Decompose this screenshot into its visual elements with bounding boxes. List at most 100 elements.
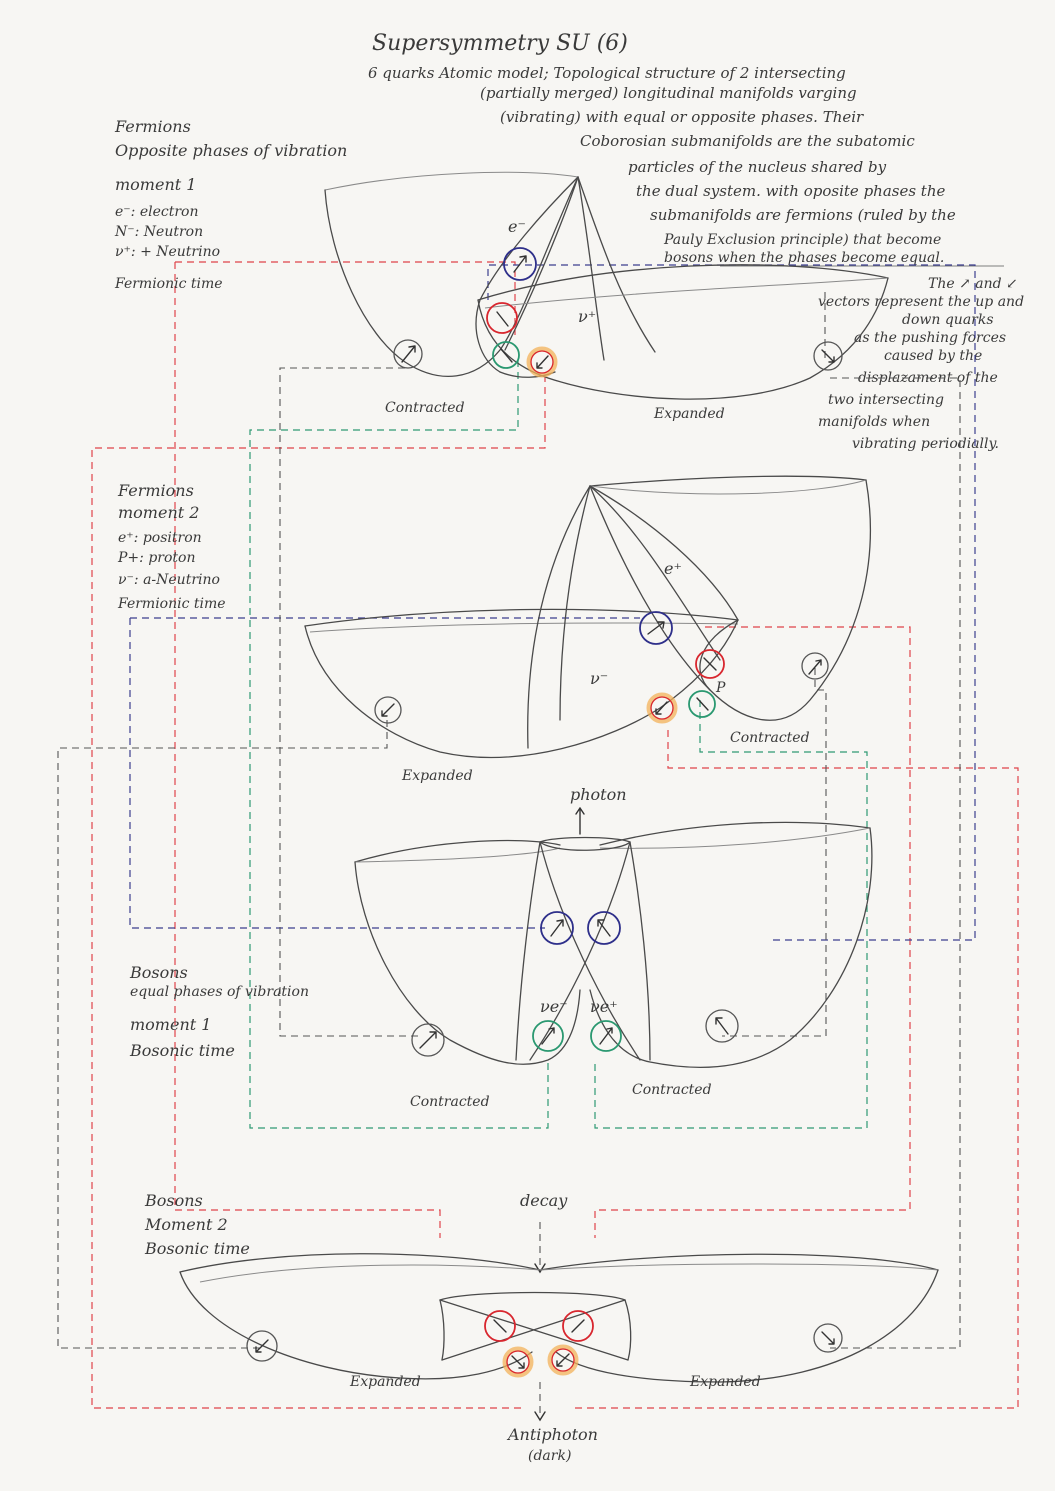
p3-heading-3: moment 1: [130, 1015, 211, 1034]
p3-label-photon: photon: [570, 785, 627, 804]
p4-label-expanded-right: Expanded: [689, 1374, 761, 1390]
p1-heading-2: Opposite phases of vibration: [115, 141, 347, 160]
p3-heading-4: Bosonic time: [129, 1041, 235, 1060]
p1-label-expanded: Expanded: [653, 406, 725, 422]
p1-legend-3: ν⁺: + Neutrino: [115, 244, 220, 260]
p1-circle-orange: [526, 346, 558, 378]
header-line-6: the dual system. with oposite phases the: [636, 182, 945, 200]
p1-heading-3: moment 1: [115, 175, 196, 194]
p1-label-contracted: Contracted: [385, 400, 465, 416]
p4-circle-orange-left: [502, 1346, 534, 1378]
p1-legend-2: N⁻: Neutron: [114, 224, 203, 240]
header-line-7: submanifolds are fermions (ruled by the: [650, 206, 956, 224]
p1-label-neutrino: ν⁺: [578, 307, 596, 326]
side-note-7: two intersecting: [828, 392, 944, 408]
p2-legend-2: P+: proton: [117, 550, 195, 566]
side-note-2: vectors represent the up and: [818, 294, 1024, 310]
p2-label-antineutrino: ν⁻: [590, 669, 608, 688]
p4-circle-red-left: [484, 1310, 516, 1342]
p1-manifolds: [324, 171, 889, 400]
side-note-8: manifolds when: [818, 414, 930, 430]
p1-heading-1: Fermions: [114, 117, 191, 136]
side-note-5: caused by the: [884, 348, 982, 364]
p4-label-antiphoton: Antiphoton: [506, 1425, 598, 1444]
header-line-4: Coborosian submanifolds are the subatomi…: [580, 132, 915, 150]
red-connector-4: [594, 626, 911, 1238]
header-line-5: particles of the nucleus shared by: [628, 158, 887, 176]
p4-circle-gray-right: [813, 1323, 843, 1353]
p1-quark-circles: [393, 247, 843, 378]
p3-label-nu-e-minus: νe⁻: [540, 997, 568, 1016]
p2-circle-red: [695, 649, 725, 679]
blue-connector-2: [129, 617, 640, 929]
p2-label-proton-small: P: [715, 680, 726, 696]
p4-heading-1: Bosons: [144, 1191, 203, 1210]
p3-heading-2: equal phases of vibration: [130, 984, 309, 1000]
p2-circle-green: [688, 690, 716, 718]
p1-legend-1: e⁻: electron: [115, 204, 199, 220]
p3-label-contracted-right: Contracted: [632, 1082, 712, 1098]
p4-circle-orange-right: [547, 1344, 579, 1376]
p4-circle-red-right: [562, 1310, 594, 1342]
p1-circle-red: [486, 302, 518, 334]
p2-circle-gray-left: [374, 696, 402, 724]
p2-heading-2: moment 2: [118, 503, 199, 522]
red-connector-3: [91, 375, 546, 1409]
photon-arrow: [575, 807, 585, 835]
p3-circle-gray-right: [705, 1009, 739, 1043]
header-line-2: (partially merged) longitudinal manifold…: [480, 84, 857, 102]
p4-circle-gray-left: [246, 1330, 278, 1362]
panel-fermions-moment-2: Fermions moment 2 e⁺: positron P+: proto…: [117, 475, 871, 784]
header-line-9: bosons when the phases become equal.: [664, 250, 944, 266]
p2-legend-1: e⁺: positron: [118, 530, 202, 546]
p1-legend-4: Fermionic time: [114, 276, 223, 292]
side-note-3: down quarks: [902, 312, 994, 328]
antiphoton-arrowhead: [534, 1411, 546, 1422]
p2-circle-blue: [639, 611, 673, 645]
p1-circle-green: [492, 341, 520, 369]
blue-connector-1: [487, 264, 976, 941]
p1-label-electron: e⁻: [508, 217, 526, 236]
header-line-3: (vibrating) with equal or opposite phase…: [500, 108, 864, 126]
p2-legend-4: Fermionic time: [117, 596, 226, 612]
p4-heading-3: Bosonic time: [144, 1239, 250, 1258]
header-line-1: 6 quarks Atomic model; Topological struc…: [368, 64, 846, 82]
p3-circle-green-right: [590, 1020, 622, 1052]
page-title: Supersymmetry SU (6): [372, 31, 628, 56]
green-connector-1: [249, 360, 549, 1129]
p4-label-expanded-left: Expanded: [349, 1374, 421, 1390]
p4-manifolds: [179, 1253, 939, 1383]
p3-label-contracted-left: Contracted: [410, 1094, 490, 1110]
side-note-1: The ↗ and ↙: [928, 276, 1018, 292]
side-note-9: vibrating periodially.: [852, 436, 999, 452]
p4-quark-circles: [246, 1310, 843, 1378]
p4-label-decay: decay: [520, 1191, 568, 1210]
p3-quark-circles: [411, 911, 739, 1057]
p2-manifolds: [304, 475, 871, 759]
p3-manifolds: [354, 821, 873, 1069]
p3-circle-gray-left: [411, 1023, 445, 1057]
gray-connector-4: [722, 668, 827, 1037]
p2-circle-gray-right: [801, 652, 829, 680]
gray-connector-2: [57, 720, 388, 1349]
panel-fermions-moment-1: Fermions Opposite phases of vibration mo…: [114, 117, 889, 422]
p2-quark-circles: [374, 611, 829, 724]
p2-circle-orange: [646, 692, 678, 724]
p2-label-expanded: Expanded: [401, 768, 473, 784]
red-connector-1: [175, 261, 516, 335]
p2-label-positron: e⁺: [664, 559, 682, 578]
panel-bosons-moment-2: Bosons Moment 2 Bosonic time decay Expan…: [144, 1191, 939, 1464]
p1-circle-gray-right: [813, 341, 843, 371]
p4-label-dark: (dark): [528, 1448, 571, 1464]
p4-heading-2: Moment 2: [144, 1215, 228, 1234]
red-connector-5: [570, 730, 1019, 1409]
p2-legend-3: ν⁻: a-Neutrino: [118, 572, 220, 588]
p3-circle-green-left: [532, 1020, 564, 1052]
p1-circle-blue: [503, 247, 537, 281]
p3-circle-blue-left: [540, 911, 574, 945]
connector-lines: [57, 261, 1019, 1409]
gray-connector-1: [279, 367, 420, 1037]
p2-label-contracted: Contracted: [730, 730, 810, 746]
gray-connector-3: [824, 292, 961, 1349]
